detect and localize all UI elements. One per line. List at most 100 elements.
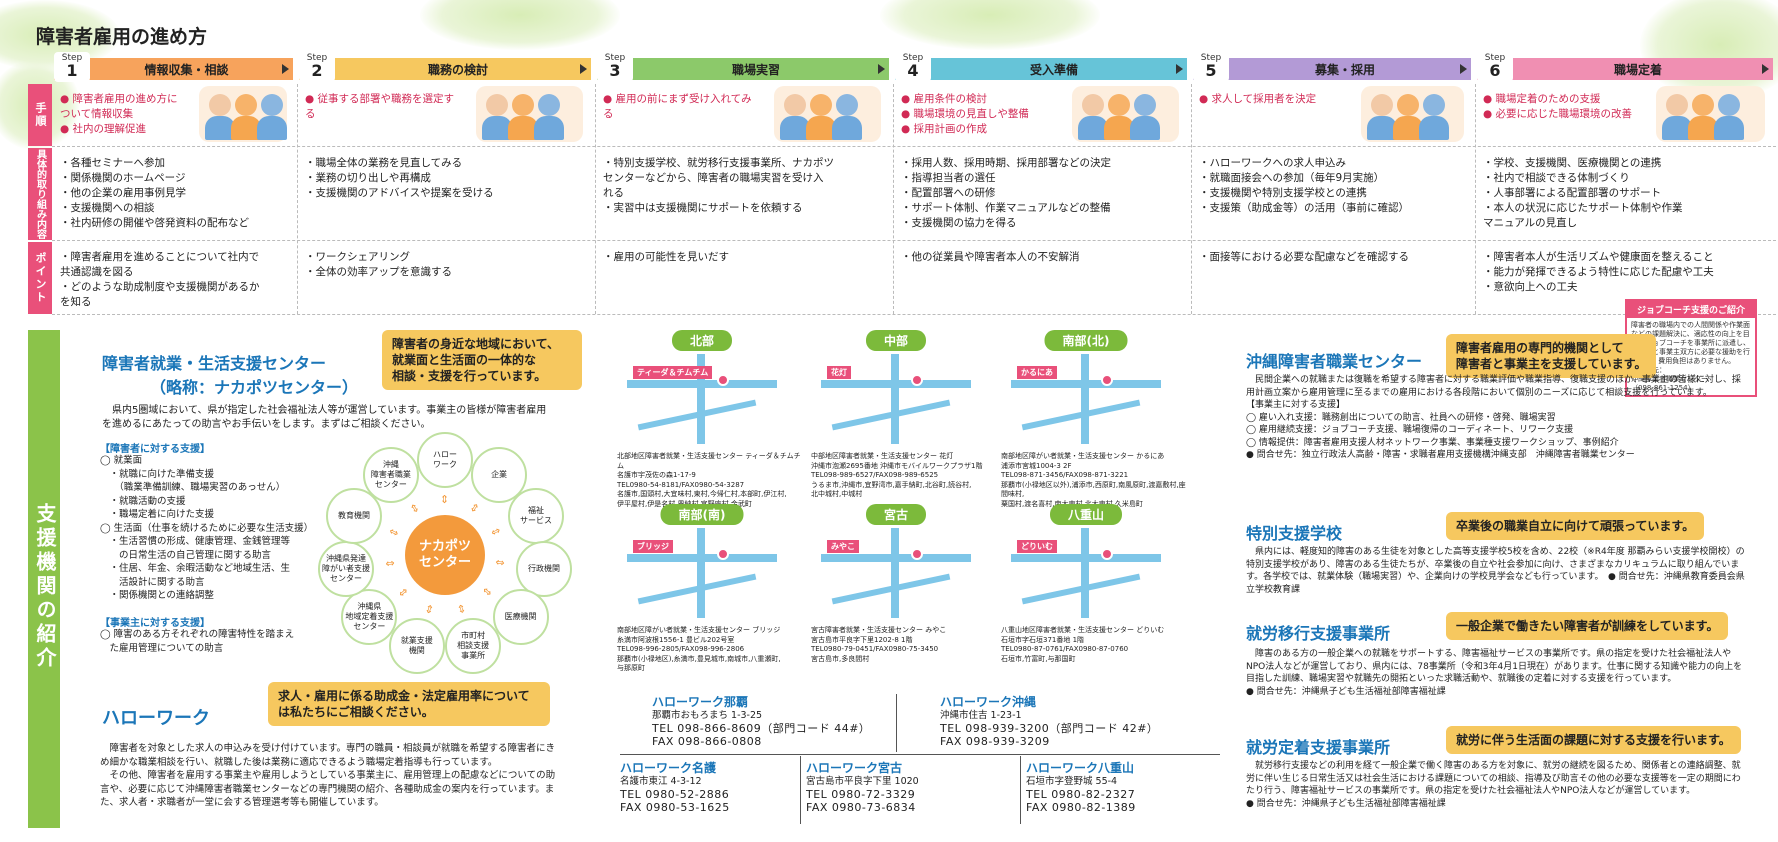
- column-divider: [893, 84, 894, 314]
- person-body: [1077, 116, 1108, 140]
- nakapotsu-title: 障害者就業・生活支援センター: [102, 354, 327, 373]
- arrow-right-icon: [878, 64, 885, 74]
- person-body: [1393, 116, 1424, 140]
- step-label: 募集・採用: [1314, 63, 1375, 77]
- step-label: 職務の検討: [427, 63, 488, 77]
- map-region-label: 北部: [671, 330, 733, 351]
- map-caption: 八重山地区障害者就業・生活支援センター どりいむ 石垣市字石垣371番地 1階 …: [1001, 626, 1165, 663]
- person-figure: [1666, 94, 1689, 116]
- step-number: 2: [311, 61, 323, 80]
- step-number: 4: [907, 61, 919, 80]
- office-fax: FAX 0980-82-1389: [1026, 801, 1136, 814]
- step-word: Step: [61, 53, 83, 63]
- people-illustration: [1361, 86, 1464, 142]
- map-caption: 宮古障害者就業・生活支援センター みやこ 宮古島市平良字下里1202-8 1階 …: [811, 626, 947, 663]
- office-fax: FAX 0980-73-6834: [806, 801, 916, 814]
- map-3: 南部(北)かるにあ南部地区障がい者就業・生活支援センター かるにあ 浦添市宮城1…: [1001, 330, 1186, 508]
- right-section-title: 沖縄障害者職業センター: [1246, 352, 1423, 371]
- column-divider: [1475, 84, 1476, 314]
- step-1-concrete: ・各種セミナーへ参加 ・関係機関のホームページ ・他の企業の雇用事例見学 ・支援…: [60, 157, 249, 229]
- row-label-procedure: 手順: [28, 84, 52, 146]
- step-word: Step: [902, 53, 924, 63]
- double-arrow-icon: ⇔: [406, 500, 423, 516]
- map-center-badge: どりいむ: [1017, 540, 1057, 553]
- office-name: ハローワーク沖縄: [940, 695, 1037, 709]
- step-number: 5: [1205, 61, 1217, 80]
- arrow-right-icon: [1176, 64, 1183, 74]
- person-figure: [1692, 94, 1715, 116]
- person-figure: [1133, 94, 1156, 116]
- person-body: [231, 116, 261, 140]
- map-caption: 北部地区障害者就業・生活支援センター ティーダ＆チムチム 名護市宇茂佐の森1-1…: [617, 452, 801, 508]
- double-arrow-icon: ⇔: [479, 583, 496, 600]
- hellowork-body: 障害者を対象とした求人の申込みを受け付けています。専門の職員・相談員が就職を希望…: [100, 743, 556, 808]
- map-road: [891, 528, 899, 618]
- step-label: 情報収集・相談: [144, 63, 229, 77]
- person-body: [1714, 116, 1745, 140]
- map-region-label: 宮古: [865, 504, 927, 525]
- map-road: [697, 354, 705, 444]
- office-address: 宮古島市平良字下里 1020: [806, 776, 919, 787]
- step-label: 職場実習: [731, 63, 780, 77]
- nakapotsu-disabled-heading: 【障害者に対する支援】: [100, 444, 210, 455]
- double-arrow-icon: ⇔: [386, 524, 401, 541]
- map-5: 宮古みやこ宮古障害者就業・生活支援センター みやこ 宮古島市平良字下里1202-…: [811, 504, 981, 663]
- nakapotsu-subtitle: （略称：ナカポツセンター）: [150, 378, 359, 397]
- map-center-badge: かるにあ: [1017, 366, 1057, 379]
- person-body: [805, 116, 836, 140]
- step-2-concrete: ・職場全体の業務を見直してみる ・業務の切り出しや再構成 ・支援機関のアドバイス…: [305, 157, 494, 199]
- person-body: [1367, 116, 1398, 140]
- person-body: [779, 116, 810, 140]
- right-section-bubble: 障害者雇用の専門的機関として 障害者と事業主を支援しています。: [1446, 334, 1657, 378]
- right-section-body: 障害のある方の一般企業への就職をサポートする、障害福祉サービスの事業所です。県の…: [1246, 649, 1743, 697]
- row-label-point: ポイント: [28, 242, 52, 314]
- people-illustration: [1071, 86, 1180, 142]
- person-figure: [537, 94, 560, 116]
- office-name: ハローワーク八重山: [1026, 761, 1135, 775]
- step-word: Step: [306, 53, 328, 63]
- office-tel: TEL 0980-52-2886: [620, 788, 730, 801]
- step-1-point: ・障害者雇用を進めることについて社内で 共通認識を図る ・どのような助成制度や支…: [60, 251, 260, 308]
- person-body: [1662, 116, 1693, 140]
- person-figure: [1397, 94, 1420, 116]
- arrow-right-icon: [282, 64, 289, 74]
- network-node: 沖縄県発達 障がい者支援 センター: [318, 540, 375, 597]
- person-figure: [1718, 94, 1741, 116]
- nakapotsu-intro: 県内5圏域において、県が指定した社会福祉法人等が運営しています。事業主の皆様が障…: [102, 405, 547, 430]
- network-node: 就業支援 機関: [388, 618, 445, 675]
- map-pin-icon: [1101, 548, 1113, 560]
- map-pin-icon: [717, 374, 729, 386]
- office-tel: TEL 0980-82-2327: [1026, 788, 1136, 801]
- network-node: 企業: [471, 447, 528, 504]
- office-tel: TEL 098-939-3200（部門コード 42#）: [940, 722, 1159, 735]
- step-1-procedure: ● 障害者雇用の進め方に ついて情報収集 ● 社内の理解促進: [60, 93, 178, 135]
- double-arrow-icon: ⇔: [395, 584, 411, 600]
- map-center-badge: ブリッジ: [633, 540, 673, 553]
- person-figure: [809, 94, 832, 116]
- double-arrow-icon: ⇔: [453, 602, 469, 615]
- step-4-point: ・他の従業員や障害者本人の不安解消: [901, 251, 1080, 263]
- column-divider: [1191, 84, 1192, 314]
- right-section-body: 県内には、軽度知的障害のある生徒を対象とした高等支援学校5校を含め、22校（※R…: [1246, 547, 1745, 595]
- right-section-title: 特別支援学校: [1246, 524, 1343, 543]
- right-section-title: 就労移行支援事業所: [1246, 624, 1391, 643]
- network-node: ハロー ワーク: [417, 432, 473, 488]
- map-region-label: 南部(南): [660, 504, 744, 525]
- map-center-badge: 花灯: [827, 366, 851, 379]
- network-node: 沖縄県 地域定着支援 センター: [341, 589, 398, 646]
- leaf-decoration: [880, 0, 1100, 50]
- office-tel: TEL 0980-72-3329: [806, 788, 916, 801]
- row-divider: [52, 146, 1776, 147]
- leaf-decoration: [420, 0, 620, 50]
- right-section-bubble: 就労に伴う生活面の課題に対する支援を行います。: [1446, 726, 1741, 754]
